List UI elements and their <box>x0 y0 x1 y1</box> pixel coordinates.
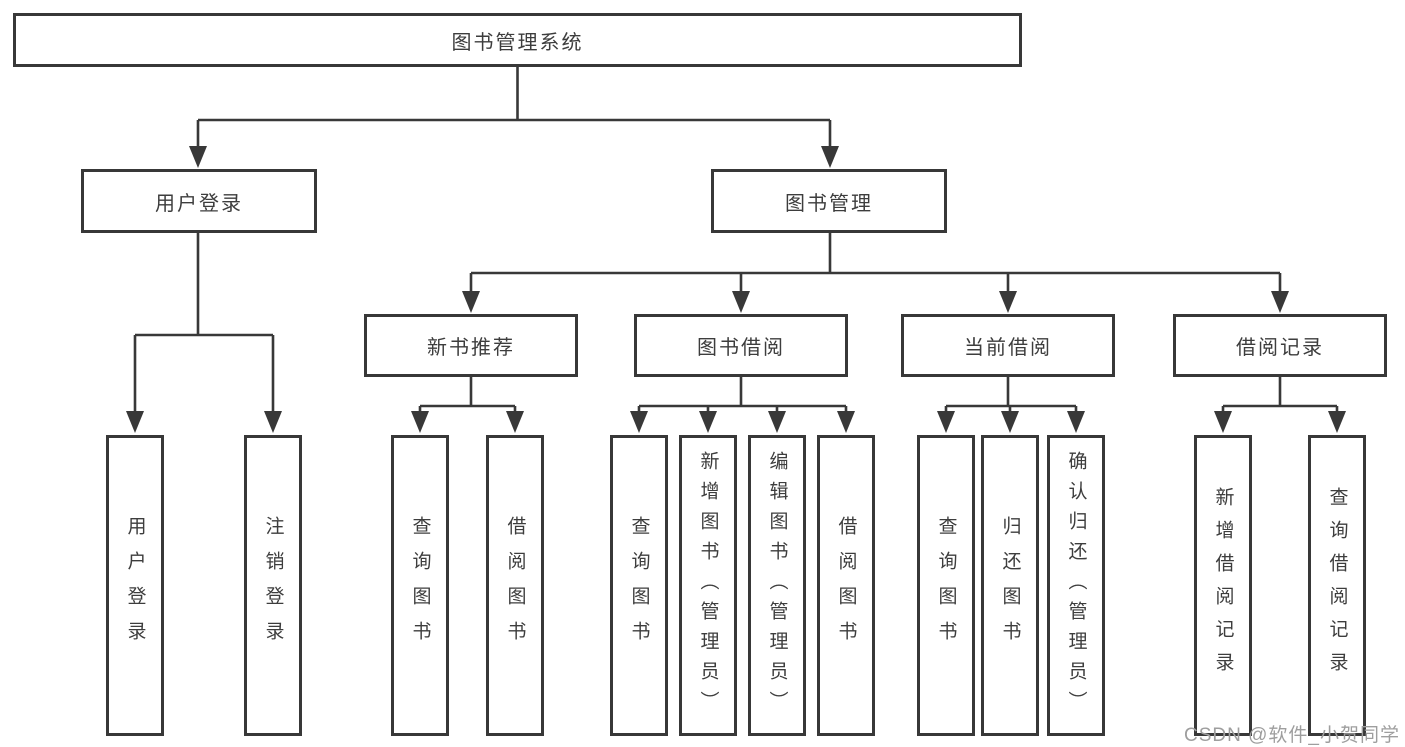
node-new-books: 新书推荐 <box>364 314 578 377</box>
node-nb-query-books: 查询图书 <box>391 435 449 736</box>
node-book-mgmt: 图书管理 <box>711 169 947 233</box>
node-bb-add-books-admin: 新增图书（管理员） <box>679 435 737 736</box>
node-login-label: 用户登录 <box>124 515 146 656</box>
node-book-mgmt-label: 图书管理 <box>785 192 873 215</box>
node-nb-borrow-books: 借阅图书 <box>486 435 544 736</box>
node-nb-query-books-label: 查询图书 <box>409 515 431 656</box>
node-cb-return-books-label: 归还图书 <box>999 515 1021 656</box>
node-borrow-records-label: 借阅记录 <box>1236 337 1324 359</box>
node-new-books-label: 新书推荐 <box>427 337 515 359</box>
node-borrow-records: 借阅记录 <box>1173 314 1387 377</box>
node-cb-confirm-return-admin-label: 确认归还（管理员） <box>1065 450 1087 721</box>
node-br-add-record: 新增借阅记录 <box>1194 435 1252 736</box>
node-root-label: 图书管理系统 <box>451 31 584 54</box>
node-nb-borrow-books-label: 借阅图书 <box>504 515 526 656</box>
node-current-borrow: 当前借阅 <box>901 314 1115 377</box>
node-br-query-record-label: 查询借阅记录 <box>1326 486 1348 685</box>
connector-book-mgmt-children <box>469 233 1282 295</box>
arrowheads <box>126 146 1346 433</box>
node-root: 图书管理系统 <box>13 13 1022 67</box>
node-cb-return-books: 归还图书 <box>981 435 1039 736</box>
node-br-add-record-label: 新增借阅记录 <box>1212 486 1234 685</box>
connector-user-login-children <box>133 233 275 415</box>
csdn-watermark: CSDN @软件_小贺同学 <box>1184 725 1400 746</box>
connector-borrow-records-children <box>1221 377 1339 415</box>
node-bb-add-books-admin-label: 新增图书（管理员） <box>697 450 719 721</box>
node-book-borrow: 图书借阅 <box>634 314 848 377</box>
connector-root-to-level2 <box>196 67 832 150</box>
node-bb-query-books: 查询图书 <box>610 435 668 736</box>
connector-new-books-children <box>418 377 517 415</box>
node-cb-query-books: 查询图书 <box>917 435 975 736</box>
node-user-login: 用户登录 <box>81 169 317 233</box>
node-logout-label: 注销登录 <box>262 515 284 656</box>
node-bb-borrow-books-label: 借阅图书 <box>835 515 857 656</box>
node-logout: 注销登录 <box>244 435 302 736</box>
node-bb-borrow-books: 借阅图书 <box>817 435 875 736</box>
node-bb-query-books-label: 查询图书 <box>628 515 650 656</box>
node-br-query-record: 查询借阅记录 <box>1308 435 1366 736</box>
connector-book-borrow-children <box>637 377 848 415</box>
node-bb-edit-books-admin: 编辑图书（管理员） <box>748 435 806 736</box>
node-user-login-label: 用户登录 <box>155 192 243 215</box>
node-login: 用户登录 <box>106 435 164 736</box>
node-cb-query-books-label: 查询图书 <box>935 515 957 656</box>
node-cb-confirm-return-admin: 确认归还（管理员） <box>1047 435 1105 736</box>
connector-current-borrow-children <box>944 377 1078 415</box>
node-current-borrow-label: 当前借阅 <box>964 337 1052 359</box>
node-book-borrow-label: 图书借阅 <box>697 337 785 359</box>
node-bb-edit-books-admin-label: 编辑图书（管理员） <box>766 450 788 721</box>
